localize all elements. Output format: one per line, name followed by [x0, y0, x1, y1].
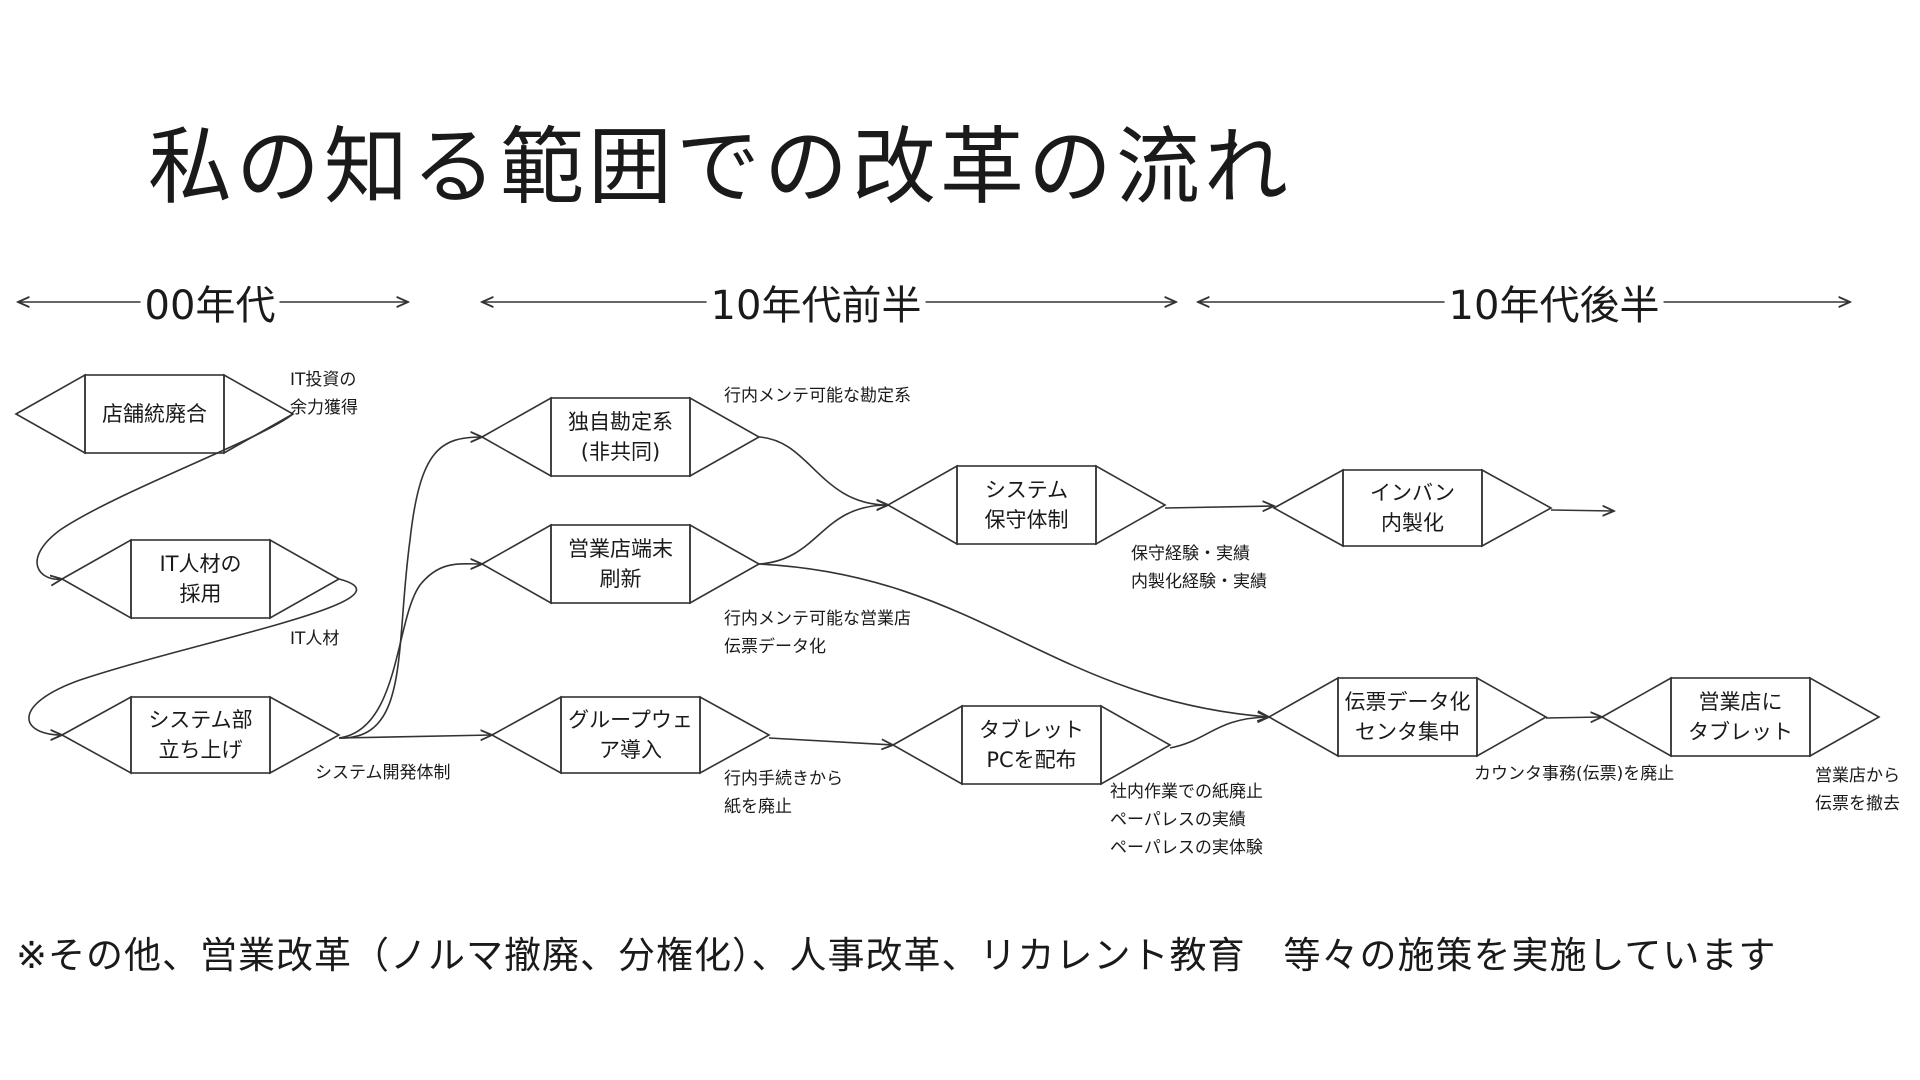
node-it-hiring: IT人材の 採用 — [159, 552, 242, 606]
node-shape-internet-banking — [1272, 468, 1553, 548]
annotation-maintenance-experience: 保守経験・実績 内製化経験・実績 — [1131, 544, 1267, 592]
node-branch-tablet: 営業店に タブレット — [1688, 690, 1793, 744]
connector-ibank-out — [1550, 510, 1614, 511]
connector-store-to-it-hiring — [36, 413, 294, 579]
connector-system-dept-to-core — [338, 437, 482, 739]
connector-slip-data-to-branch-tablet — [1545, 717, 1602, 718]
annotation-paperless-procedures: 行内手続きから 紙を廃止 — [724, 769, 843, 817]
connector-terminal-to-slip-data — [758, 563, 1269, 717]
connector-maintenance-to-ibank — [1164, 506, 1274, 508]
connector-it-hiring-to-system-dept — [28, 578, 358, 735]
annotation-branch-slip-data: 行内メンテ可能な営業店 伝票データ化 — [724, 609, 911, 657]
footnote: ※その他、営業改革（ノルマ撤廃、分権化）、人事改革、リカレント教育 等々の施策を… — [16, 934, 1777, 977]
connector-tablet-to-slip-data — [1169, 717, 1269, 749]
node-internet-banking: インバン 内製化 — [1369, 481, 1456, 535]
connector-core-to-maintenance — [758, 436, 888, 505]
annotation-core-maintainable: 行内メンテ可能な勘定系 — [724, 386, 911, 406]
node-shape-branch-tablet — [1600, 676, 1881, 758]
node-system-dept: システム部 立ち上げ — [148, 708, 253, 762]
node-shape-it-hiring — [60, 538, 341, 620]
node-system-maintenance: システム 保守体制 — [984, 478, 1069, 532]
node-groupware: グループウェ ア導入 — [568, 708, 693, 762]
node-shape-branch-terminal — [480, 523, 761, 605]
page-title: 私の知る範囲での改革の流れ — [148, 118, 1293, 216]
annotation-remove-slips: 営業店から 伝票を撤去 — [1815, 766, 1900, 814]
node-shape-system-dept — [60, 695, 341, 775]
node-shape-system-maintenance — [886, 464, 1167, 546]
annotation-dev-structure: システム開発体制 — [315, 763, 451, 783]
connector-system-dept-to-terminal — [338, 564, 482, 739]
node-store-consolidation: 店舗統廃合 — [102, 402, 207, 426]
era-label-00s: 00年代 — [140, 273, 280, 331]
node-shape-own-core-banking — [480, 396, 761, 478]
connector-groupware-to-tablet — [768, 737, 893, 745]
node-tablet-pc: タブレット PCを配布 — [979, 718, 1084, 772]
node-shape-tablet-pc — [891, 704, 1172, 786]
node-shape-groupware — [490, 695, 771, 775]
connector-system-dept-to-groupware — [338, 735, 492, 738]
node-slip-data-center: 伝票データ化 センタ集中 — [1344, 690, 1471, 744]
era-label-10s-late: 10年代後半 — [1444, 273, 1664, 331]
node-shape-slip-data-center — [1267, 676, 1548, 758]
annotation-it-investment: IT投資の 余力獲得 — [290, 370, 358, 418]
era-label-10s-early: 10年代前半 — [706, 273, 926, 331]
node-own-core-banking: 独自勘定系 (非共同) — [568, 410, 673, 464]
connector-terminal-to-maintenance — [758, 505, 888, 565]
annotation-it-talent: IT人材 — [290, 629, 340, 649]
node-branch-terminal: 営業店端末 刷新 — [568, 537, 673, 591]
annotation-counter-abolish: カウンタ事務(伝票)を廃止 — [1474, 764, 1675, 784]
annotation-paperless-experience: 社内作業での紙廃止 ペーパレスの実績 ペーパレスの実体験 — [1110, 782, 1263, 858]
